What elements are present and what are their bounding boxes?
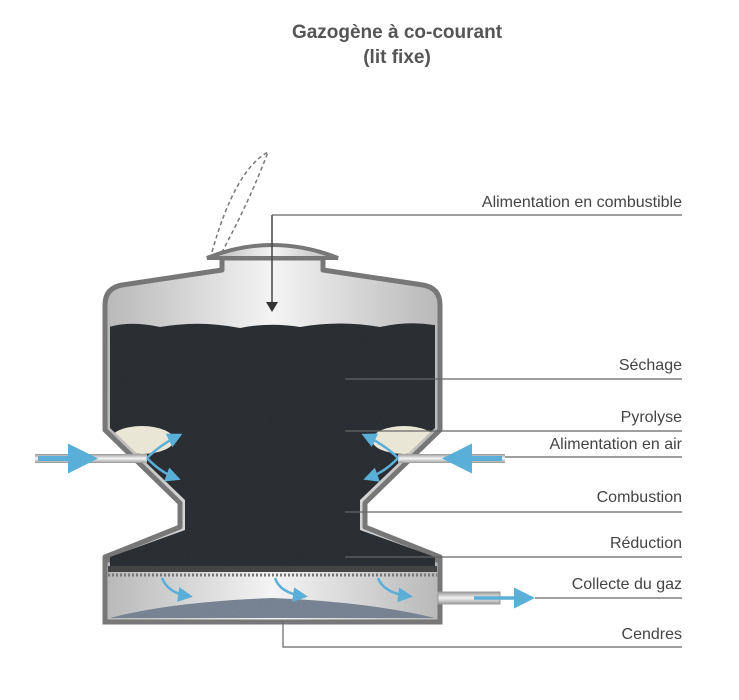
diagram-subtitle: (lit fixe) bbox=[363, 47, 431, 68]
label-gas-collection: Collecte du gaz bbox=[571, 576, 682, 593]
label-ashes: Cendres bbox=[621, 626, 682, 643]
ash-pile bbox=[110, 598, 435, 618]
label-combustion: Combustion bbox=[596, 489, 682, 506]
label-drying: Séchage bbox=[618, 357, 682, 374]
fuel-bed bbox=[110, 323, 435, 570]
label-fuel-feed: Alimentation en combustible bbox=[481, 194, 682, 211]
air-inlet-right bbox=[361, 433, 505, 482]
air-inlet-left bbox=[35, 433, 183, 482]
label-air-feed: Alimentation en air bbox=[549, 436, 682, 453]
label-reduction: Réduction bbox=[609, 535, 682, 552]
leader-lines bbox=[272, 214, 682, 648]
gas-outlet-pipe bbox=[437, 587, 535, 609]
label-pyrolysis: Pyrolyse bbox=[620, 409, 682, 426]
open-lid-outline bbox=[211, 150, 270, 253]
grate bbox=[108, 566, 437, 572]
diagram-title: Gazogène à co-courant bbox=[291, 22, 503, 43]
gas-flow-arrows bbox=[160, 577, 413, 603]
fuel-feed-arrow bbox=[266, 215, 278, 312]
